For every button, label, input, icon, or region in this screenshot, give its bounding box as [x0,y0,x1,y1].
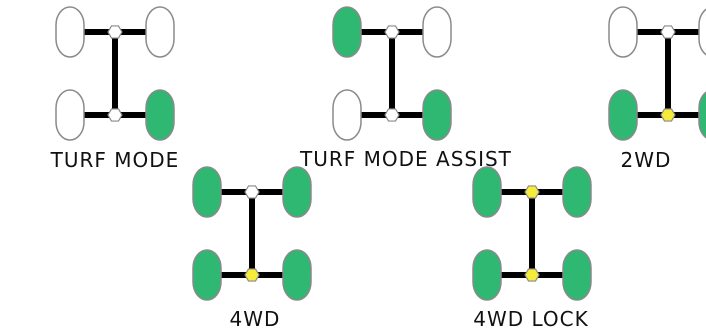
mode-label-4wd: 4WD [229,307,281,330]
wheel-rear-right-engaged [422,89,452,141]
wheel-front-right-disengaged [698,8,706,56]
wheel-rear-right-engaged [562,249,592,301]
wheel-rear-right-engaged [282,249,312,301]
wheel-front-right-disengaged [422,6,452,58]
front-differential-open [384,25,400,39]
wheel-front-right-engaged [562,166,592,218]
drivetrain-turf-mode-assist [332,6,452,141]
mode-label-turf: TURF MODE [50,148,180,172]
wheel-front-left-engaged [332,6,362,58]
wheel-front-left-engaged [472,166,502,218]
front-differential-open [244,185,260,199]
drivetrain-2wd [608,6,706,141]
mode-label-turf-assist: TURF MODE ASSIST [300,147,512,171]
wheel-front-left-disengaged [608,6,638,58]
rear-differential-open [107,108,123,122]
rear-differential-locked [244,268,260,282]
wheel-rear-right-engaged [145,89,175,141]
mode-label-4wd-lock: 4WD LOCK [473,307,589,330]
wheel-rear-left-disengaged [55,89,85,141]
wheel-front-right-disengaged [145,6,175,58]
rear-differential-locked [660,108,676,122]
wheel-front-right-engaged [282,166,312,218]
mode-turf: TURF MODE [40,0,190,180]
wheel-rear-right-engaged [698,91,706,139]
mode-turf-assist: TURF MODE ASSIST [300,0,512,180]
mode-4wd: 4WD [180,165,330,330]
drivetrain-4wd-lock [472,166,592,301]
wheel-rear-left-engaged [608,89,638,141]
wheel-front-left-engaged [192,166,222,218]
wheel-rear-left-disengaged [332,89,362,141]
wheel-rear-left-engaged [472,249,502,301]
wheel-front-left-disengaged [55,6,85,58]
front-differential-open [660,25,676,39]
mode-2wd: 2WD [586,0,706,180]
front-differential-open [107,25,123,39]
drivetrain-turf-mode [55,6,175,141]
rear-differential-open [384,108,400,122]
front-differential-locked [524,185,540,199]
rear-differential-locked [524,268,540,282]
mode-label-2wd: 2WD [620,148,672,172]
mode-4wd-lock: 4WD LOCK [456,165,606,330]
wheel-rear-left-engaged [192,249,222,301]
drivetrain-4wd [192,166,312,301]
